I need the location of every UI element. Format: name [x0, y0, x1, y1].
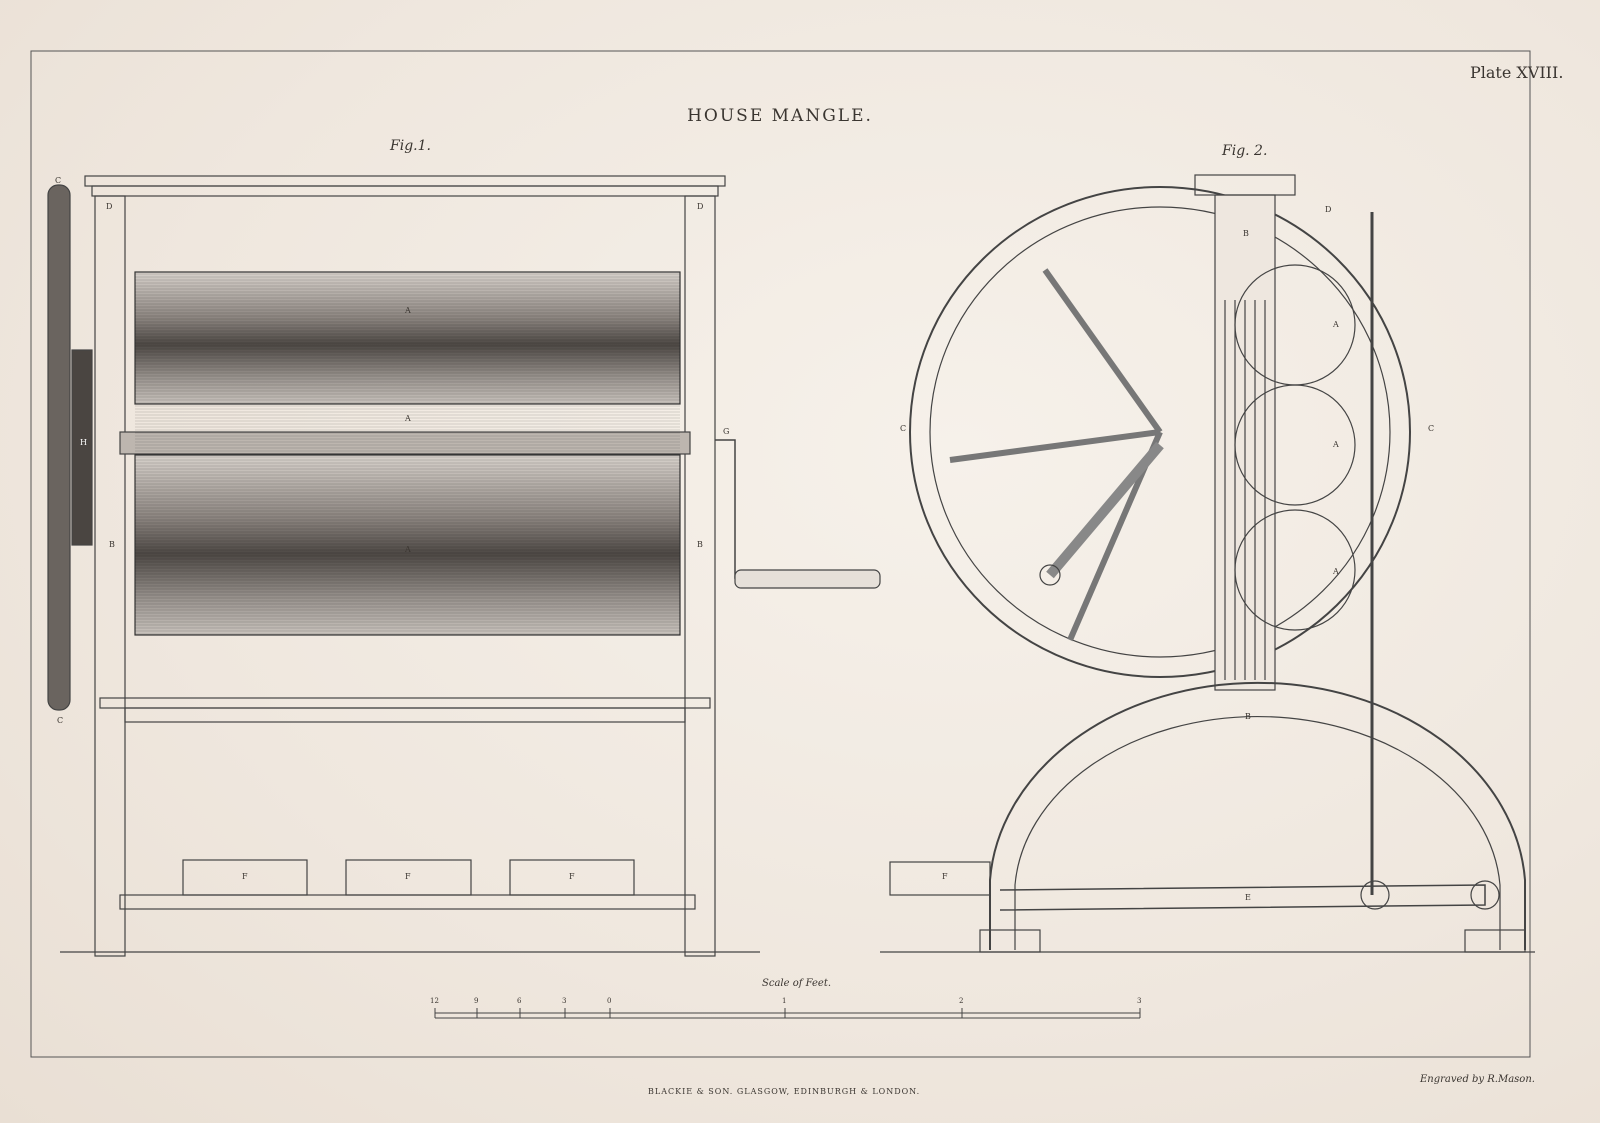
label: F [242, 872, 248, 881]
label: C [1428, 424, 1435, 433]
handle [734, 569, 881, 589]
label: D [697, 202, 704, 211]
scale-tick: 9 [474, 997, 479, 1005]
gear-side [71, 349, 93, 546]
label: B [109, 540, 115, 549]
label: A [1333, 320, 1339, 329]
flywheel-side [47, 184, 71, 711]
flywheel [909, 186, 1411, 678]
label: A [1333, 567, 1339, 576]
label: D [1325, 205, 1332, 214]
label: B [1243, 229, 1249, 238]
scale-tick: 1 [782, 997, 787, 1005]
label: A [1333, 440, 1339, 449]
fig1-drawing [47, 175, 881, 957]
engraver-credit: Engraved by R.Mason. [1420, 1074, 1535, 1085]
label: G [723, 427, 730, 436]
plate-border [30, 50, 1531, 1058]
scale-tick: 12 [430, 997, 439, 1005]
plate-title: HOUSE MANGLE. [687, 106, 873, 126]
plate-number: Plate XVIII. [1470, 63, 1564, 82]
label: A [405, 306, 411, 315]
label: C [55, 176, 62, 185]
fig1-caption: Fig.1. [390, 138, 431, 154]
label: H [80, 438, 87, 447]
scale-tick: 2 [959, 997, 964, 1005]
label: B [1245, 712, 1251, 721]
lever [999, 884, 1486, 911]
scale-title: Scale of Feet. [762, 978, 832, 989]
scale-tick: 6 [517, 997, 522, 1005]
scale-bar [434, 1008, 1141, 1019]
label: F [405, 872, 411, 881]
label: F [942, 872, 948, 881]
scale-tick: 3 [562, 997, 567, 1005]
label: C [900, 424, 907, 433]
scale-tick: 3 [1137, 997, 1142, 1005]
label: D [106, 202, 113, 211]
label: E [1245, 893, 1251, 902]
label: A [405, 545, 411, 554]
scale-tick: 0 [607, 997, 612, 1005]
label: F [569, 872, 575, 881]
label: C [57, 716, 64, 725]
label: B [697, 540, 703, 549]
fig2-drawing [880, 174, 1535, 953]
fig2-caption: Fig. 2. [1222, 143, 1268, 159]
label: A [405, 414, 411, 423]
publisher-imprint: BLACKIE & SON. GLASGOW, EDINBURGH & LOND… [648, 1087, 921, 1096]
